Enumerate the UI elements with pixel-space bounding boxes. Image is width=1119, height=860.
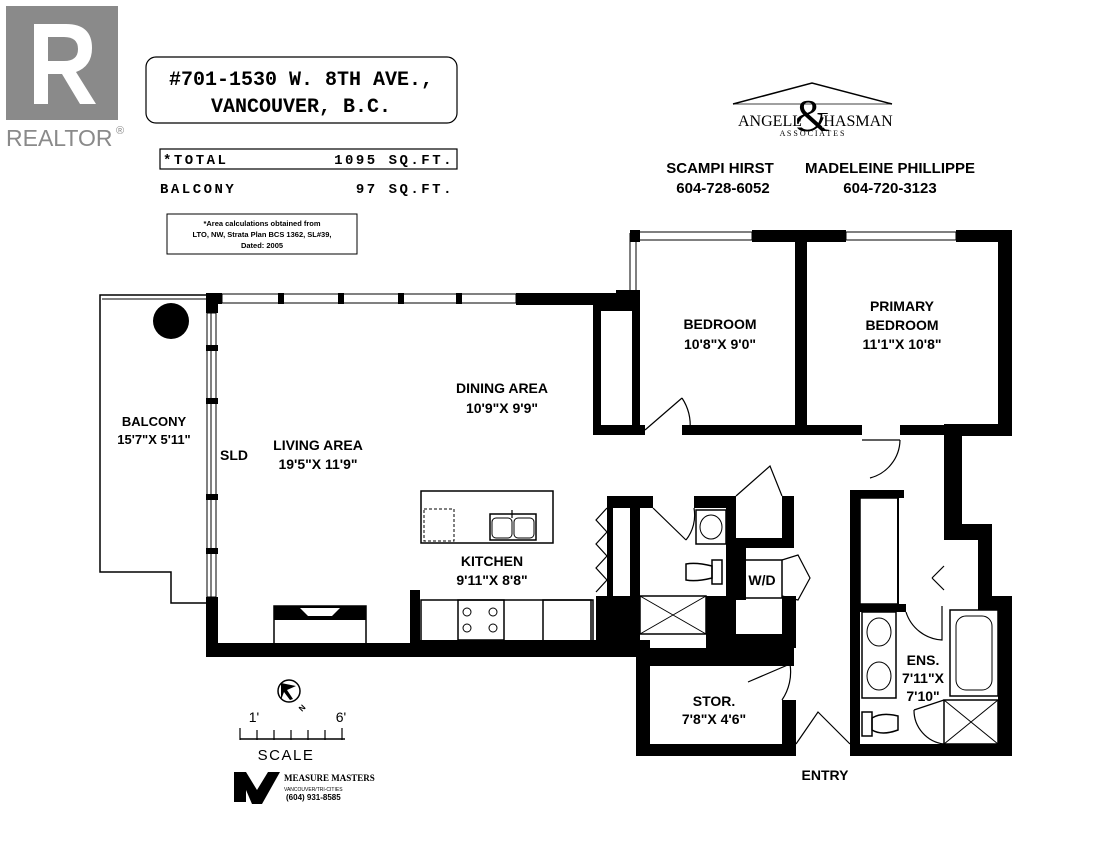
primary-dims: 11'1"X 10'8" [862, 336, 941, 352]
agent-contacts: SCAMPI HIRST 604-728-6052 MADELEINE PHIL… [666, 160, 975, 197]
kitchen-fixtures [273, 490, 594, 645]
ens-dims-2: 7'10" [906, 688, 939, 704]
bedroom-name: BEDROOM [683, 316, 756, 332]
scale-right: 6' [336, 709, 346, 725]
living-dims: 19'5"X 11'9" [278, 456, 357, 472]
living-name: LIVING AREA [273, 437, 363, 453]
measure-masters-logo: MEASURE MASTERS VANCOUVER/TRI-CITIES (60… [234, 772, 375, 804]
brokerage-associates: A S S O C I A T E S [780, 129, 845, 138]
stor-dims: 7'8"X 4'6" [682, 711, 746, 727]
dining-dims: 10'9"X 9'9" [466, 400, 538, 416]
dining-name: DINING AREA [456, 380, 548, 396]
primary-name-2: BEDROOM [865, 317, 938, 333]
sld-label: SLD [220, 447, 248, 463]
measure-masters-phone: (604) 931-8585 [286, 793, 341, 802]
realtor-logo: REALTOR ® [6, 6, 124, 151]
address-box: #701-1530 W. 8TH AVE., VANCOUVER, B.C. [145, 56, 458, 124]
area-calculation-note: *Area calculations obtained from LTO, NW… [166, 213, 358, 255]
scale-label: SCALE [258, 747, 315, 764]
compass: N [277, 679, 308, 714]
ens-name: ENS. [907, 652, 940, 668]
realtor-registered-mark: ® [116, 125, 124, 137]
scale-left: 1' [249, 709, 259, 725]
ens-dims-1: 7'11"X [902, 670, 945, 686]
brokerage-name-left: ANGELL [738, 113, 802, 130]
entry-label: ENTRY [802, 767, 850, 783]
sink-icon [489, 513, 537, 541]
stor-name: STOR. [693, 693, 736, 709]
entry-door [795, 490, 860, 756]
brokerage-name-right: HASMAN [823, 113, 893, 130]
note-line-3: Dated: 2005 [241, 241, 283, 250]
note-line-2: LTO, NW, Strata Plan BCS 1362, SL#39, [193, 230, 332, 239]
total-area-value: 1095 SQ.FT. [334, 153, 454, 169]
exterior-walls [206, 230, 1012, 756]
ensuite: ENS. 7'11"X 7'10" [850, 490, 999, 745]
agent-2-phone: 604-720-3123 [843, 180, 936, 197]
measure-masters-name: MEASURE MASTERS [284, 773, 375, 783]
agent-1-phone: 604-728-6052 [676, 180, 769, 197]
floor-plan: BALCONY 15'7"X 5'11" [99, 230, 1012, 783]
balcony-area: BALCONY 15'7"X 5'11" [99, 294, 206, 604]
washer-dryer-label: W/D [748, 572, 775, 588]
note-line-1: *Area calculations obtained from [203, 219, 320, 228]
scale-bar: 1' 6' SCALE [239, 709, 346, 764]
north-arrow-icon [277, 679, 301, 703]
kitchen-dims: 9'11"X 8'8" [456, 572, 527, 588]
storage-room: STOR. 7'8"X 4'6" [650, 648, 792, 727]
area-summary: *TOTAL 1095 SQ.FT. BALCONY 97 SQ.FT. [159, 148, 458, 198]
brokerage-ampersand: & [794, 90, 830, 141]
total-area-label: *TOTAL [163, 153, 228, 169]
bedroom-dims: 10'8"X 9'0" [684, 336, 756, 352]
address-line-2: VANCOUVER, B.C. [211, 96, 391, 119]
agent-1-name: SCAMPI HIRST [666, 160, 774, 177]
balcony-area-value: 97 SQ.FT. [356, 182, 454, 198]
bedroom-walls [644, 240, 950, 479]
planter-icon [153, 303, 189, 339]
balcony-dims: 15'7"X 5'11" [117, 432, 190, 447]
measure-masters-sub: VANCOUVER/TRI-CITIES [284, 787, 343, 793]
stove-icon [457, 599, 505, 641]
balcony-area-label: BALCONY [160, 182, 236, 198]
balcony-name: BALCONY [122, 414, 187, 429]
agent-2-name: MADELEINE PHILLIPPE [805, 160, 975, 177]
brokerage-logo: & ANGELL HASMAN A S S O C I A T E S [732, 82, 895, 141]
compass-north-letter: N [297, 703, 308, 714]
address-line-1: #701-1530 W. 8TH AVE., [169, 69, 433, 92]
central-core-walls: W/D [595, 464, 811, 666]
realtor-text: REALTOR [6, 125, 113, 151]
primary-name-1: PRIMARY [870, 298, 935, 314]
kitchen-name: KITCHEN [461, 553, 523, 569]
